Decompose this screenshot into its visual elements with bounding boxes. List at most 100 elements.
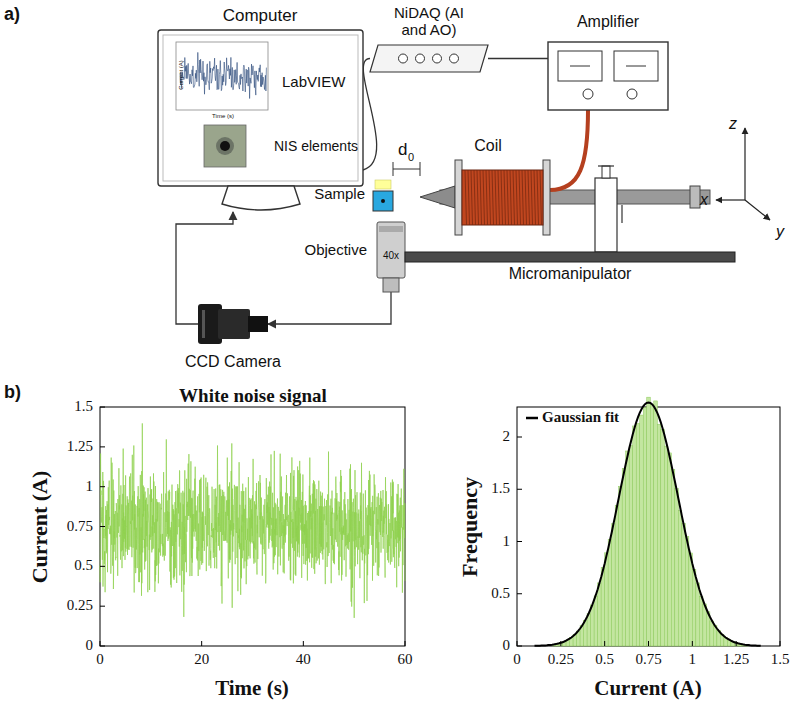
tick: [100, 486, 105, 487]
histogram-bar: [650, 405, 654, 646]
histogram-bar: [671, 470, 675, 646]
histogram-bar: [699, 596, 703, 646]
histogram-bar: [647, 397, 651, 646]
coil-winding: [474, 170, 476, 225]
holder-screw: [621, 205, 622, 223]
coil-winding: [471, 170, 473, 225]
plot-label: 2: [503, 428, 511, 445]
noise-signal: [100, 423, 405, 618]
rod-tip: [420, 186, 455, 208]
tick: [517, 641, 518, 646]
tick: [517, 437, 522, 438]
histogram-bar: [608, 539, 612, 646]
plot-label: 0.25: [548, 651, 574, 668]
plot-label: b): [4, 382, 21, 403]
plot-label: y: [776, 223, 784, 241]
plot-data: [100, 397, 780, 646]
histogram-bar: [703, 604, 707, 646]
plot-label: 0: [503, 637, 511, 654]
plot-label: Frequency: [457, 477, 482, 577]
node-shape: [455, 160, 550, 235]
daq-box: NiDAQ (AI and AO): [370, 45, 488, 72]
coil-winding: [537, 170, 539, 225]
histogram-bar: [626, 451, 630, 646]
tick: [780, 641, 781, 646]
tick: [517, 593, 522, 594]
histogram-bar: [668, 453, 672, 646]
plot-label: Time (s): [212, 113, 234, 120]
coil: Coil: [455, 160, 550, 235]
holder-screw: [602, 166, 610, 178]
holder: [595, 178, 617, 252]
plot-label: a): [4, 4, 20, 25]
plot-label: Current (A): [594, 676, 702, 700]
coil-winding: [486, 170, 488, 225]
tick: [517, 489, 522, 490]
connector: [363, 59, 377, 171]
tick: [100, 407, 105, 408]
plot-label: 40: [296, 651, 311, 668]
histogram-bar: [615, 505, 619, 646]
coil-winding: [531, 170, 533, 225]
histogram-bar: [689, 553, 693, 646]
axis-z: [744, 128, 745, 200]
coil-winding: [492, 170, 494, 225]
objective-lens: Objective40x: [377, 222, 405, 292]
histogram-bar: [633, 426, 637, 646]
histogram-bar: [601, 568, 605, 646]
plot-label: 1: [689, 651, 697, 668]
node-shape: [158, 30, 363, 212]
coil-winding: [489, 170, 491, 225]
coil-winding: [522, 170, 524, 225]
tick: [405, 641, 406, 646]
coil-cable: [550, 110, 588, 190]
plot-label: Time (s): [215, 676, 289, 700]
coil-winding: [477, 170, 479, 225]
tick: [100, 526, 105, 527]
coil-winding: [540, 170, 542, 225]
tick: [648, 641, 649, 646]
plot-label: 20: [194, 651, 209, 668]
coil-winding: [483, 170, 485, 225]
node-label: NIS elements: [274, 138, 358, 154]
plot-label: z: [729, 115, 737, 133]
histogram-bar: [682, 523, 686, 646]
coil-winding: [480, 170, 482, 225]
plot-label: 1.25: [67, 438, 93, 455]
node-label: Coil: [474, 137, 502, 155]
node-shape: [373, 180, 393, 212]
tick: [692, 641, 693, 646]
connector: [268, 292, 391, 324]
histogram-bar: [584, 621, 588, 646]
node-label: Objective: [304, 241, 367, 258]
histogram-bar: [692, 569, 696, 646]
histogram-bar: [629, 445, 633, 646]
histogram-bar: [612, 524, 616, 646]
amplifier-box: Amplifier: [548, 42, 668, 110]
sample-cell: Sample: [373, 180, 393, 212]
coil-winding: [507, 170, 509, 225]
tick: [517, 646, 522, 647]
coil-winding: [513, 170, 515, 225]
node-label: NiDAQ (AI and AO): [383, 4, 475, 39]
axis-x: [716, 199, 745, 200]
histogram-bar: [622, 468, 626, 646]
node-label: Amplifier: [577, 13, 639, 31]
coil-winding: [498, 170, 500, 225]
coil-winding: [525, 170, 527, 225]
histogram-bar: [636, 424, 640, 646]
tick: [604, 641, 605, 646]
micromanipulator-bar: Micromanipulator: [405, 252, 735, 262]
histogram-bar: [587, 614, 591, 646]
node-shape: [370, 45, 488, 72]
histogram-bar: [594, 596, 598, 646]
legend-line: [526, 417, 538, 420]
plot-label: 1: [503, 533, 511, 550]
histogram-bar: [643, 408, 647, 646]
coil-winding: [468, 170, 470, 225]
plot-label: 0.5: [595, 651, 614, 668]
coil-winding: [510, 170, 512, 225]
